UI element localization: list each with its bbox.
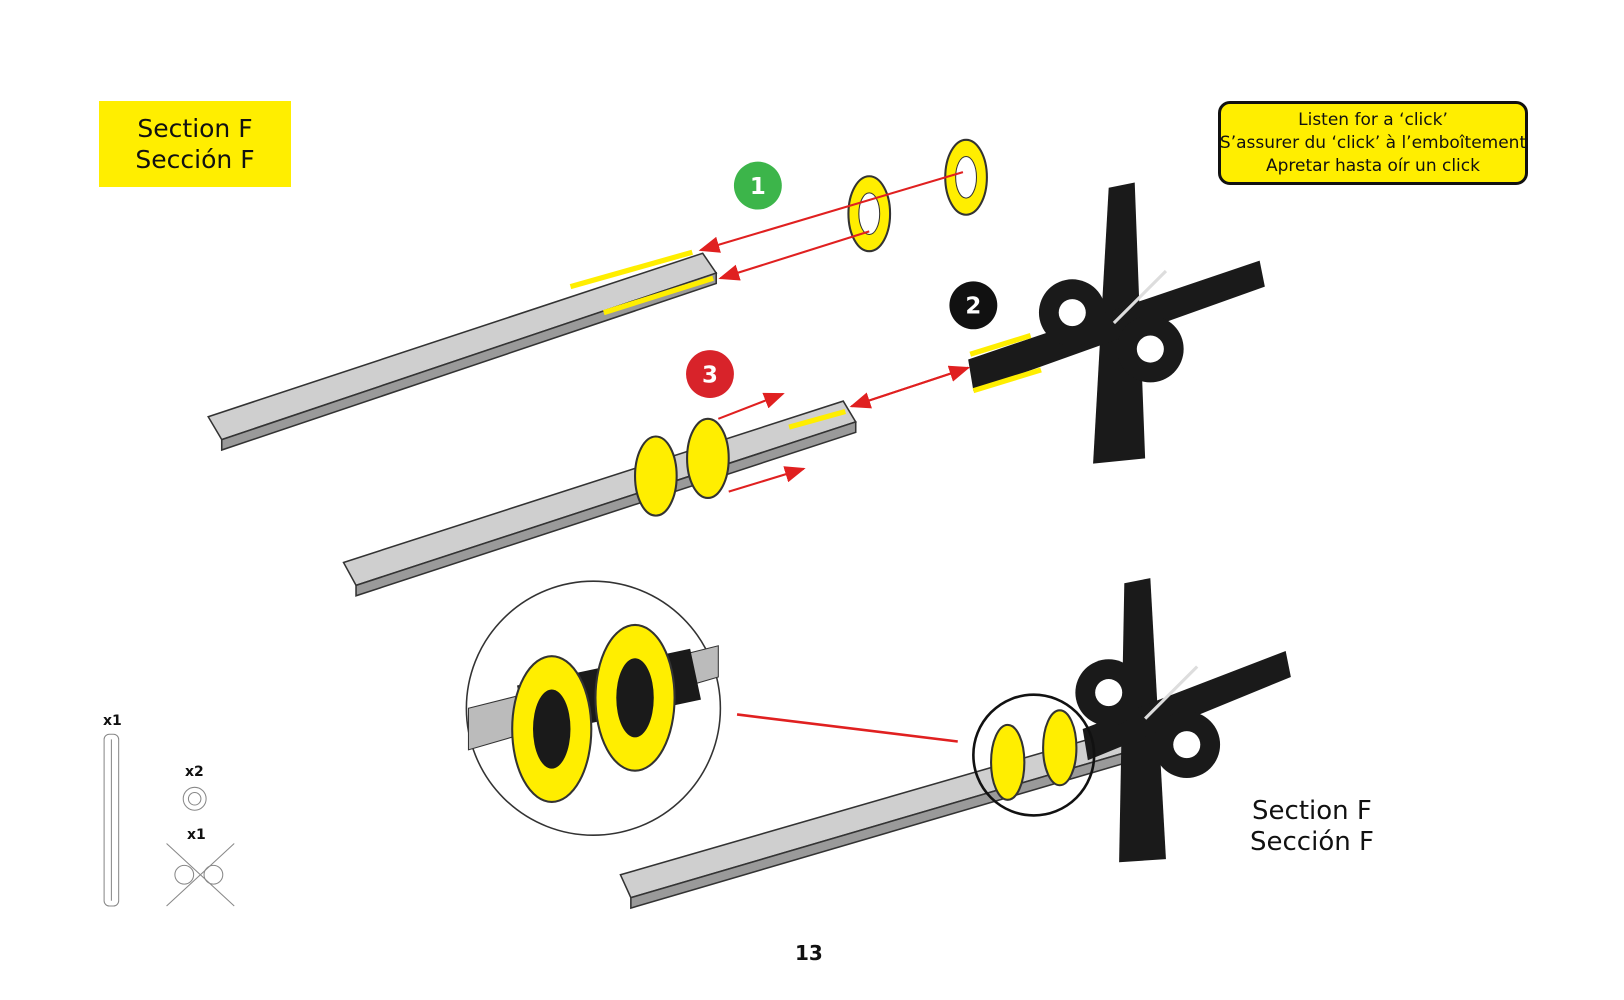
detail-pointer-line [736,713,958,743]
beam-part-2 [342,400,857,597]
svg-text:3: 3 [702,362,718,388]
click-notice: Listen for a ‘click’ S’assurer du ‘click… [1218,101,1528,185]
arrows-step-1 [698,171,964,281]
hub-quantity: x1 [187,827,206,843]
step-badge-3: 3 [686,350,734,398]
section-label-box: Section F Sección F [99,101,291,187]
svg-text:1: 1 [750,174,766,200]
section-label-es: Sección F [135,145,255,174]
bottom-section-label: Section F Sección F [1250,796,1374,858]
click-notice-fr: S’assurer du ‘click’ à l’emboîtement [1219,132,1527,153]
parts-inventory [103,733,235,907]
ring-quantity: x2 [185,764,204,780]
ring-part [847,138,988,253]
page-number: 13 [795,941,823,965]
click-notice-es: Apretar hasta oír un click [1266,155,1480,176]
magnified-detail [465,580,722,836]
beam-quantity: x1 [103,713,122,729]
arrows-step-3 [717,365,971,493]
section-label-en: Section F [137,114,253,143]
beam-part [207,249,718,452]
step-badge-2: 2 [949,281,998,330]
bottom-section-label-en: Section F [1252,796,1372,826]
hub-part [968,182,1265,464]
final-assembly [619,578,1291,910]
step-badge-1: 1 [733,161,782,210]
svg-text:2: 2 [965,294,981,320]
bottom-section-label-es: Sección F [1250,827,1374,857]
click-notice-en: Listen for a ‘click’ [1298,109,1448,130]
